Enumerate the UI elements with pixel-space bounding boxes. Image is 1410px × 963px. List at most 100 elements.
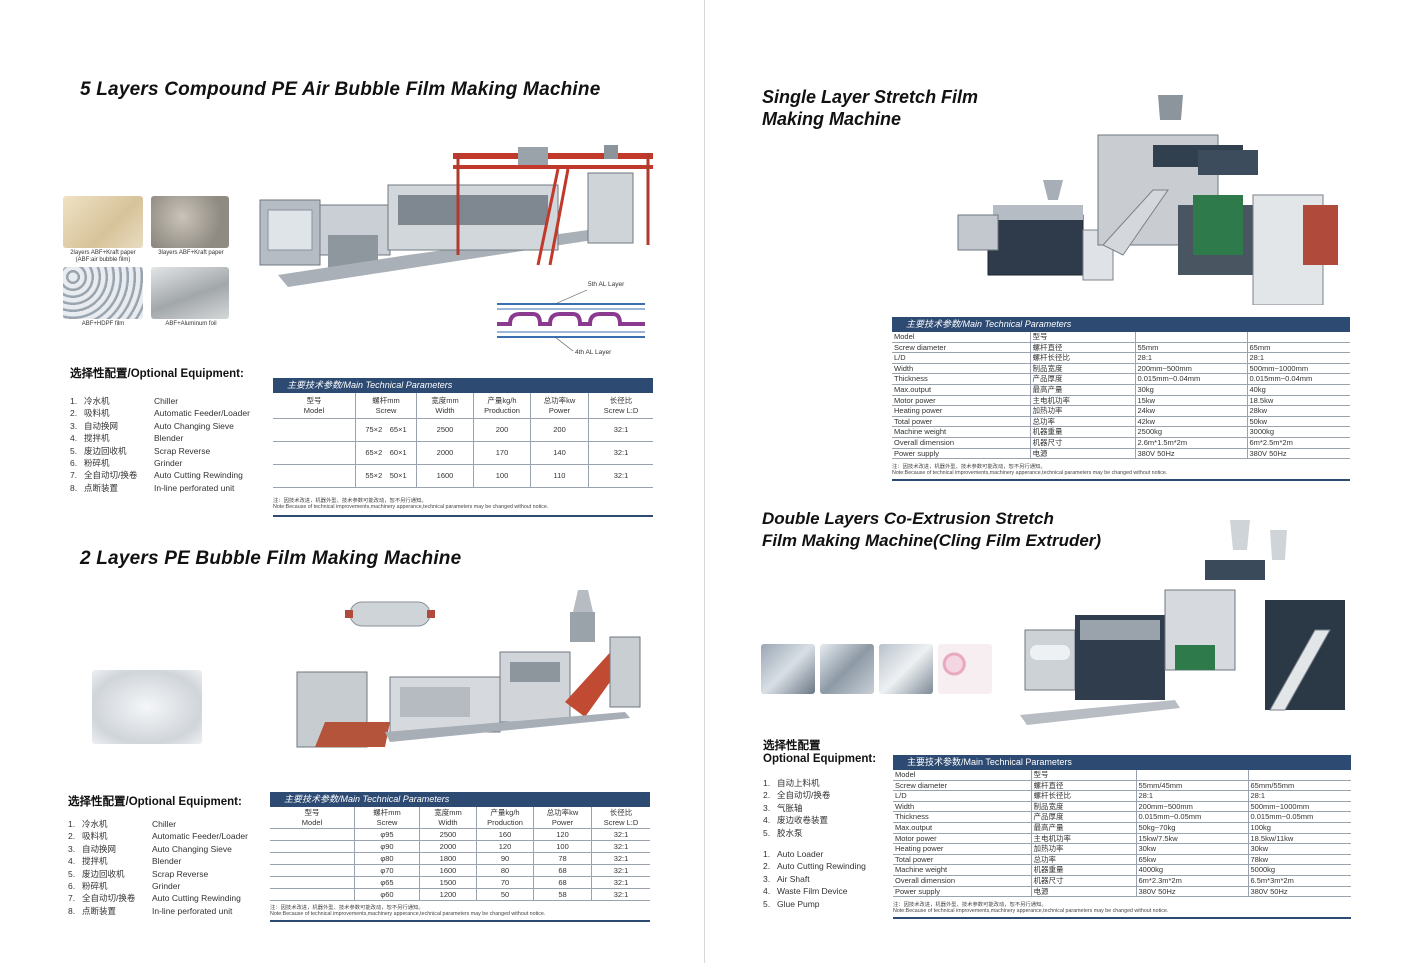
spec-table-1-title: 主要技术参数/Main Technical Parameters [273,378,653,393]
optional-equipment-list-en-4: 1.Auto Loader 2.Auto Cutting Rewinding 3… [763,848,913,910]
divider [273,514,653,517]
spec-table-2-title: 主要技术参数/Main Technical Parameters [270,792,650,807]
optional-equipment-title-2: 选择性配置/Optional Equipment: [68,796,242,808]
kraft-abf-3layer-sample-image [151,196,229,248]
thumb-caption-1: 2layers ABF+Kraft paper (ABF:air bubble … [58,250,148,264]
divider [892,478,1350,481]
layer-structure-diagram [497,289,645,352]
list-item: 5.Glue Pump [763,898,820,909]
divider [893,916,1351,919]
stretch-film-machine-single-image [957,95,1338,305]
thumb-caption-1-line1: 2layers ABF+Kraft paper [70,250,136,256]
list-item: 1.自动上料机 [763,778,820,788]
thumb-caption-1-line2: (ABF:air bubble film) [75,257,131,263]
thumb-caption-3: ABF+HDPF film [81,321,125,327]
hdpf-abf-sample-image [63,267,143,319]
stretch-film-machine-double-image [1020,520,1345,725]
list-item: 3.气胀轴 [763,802,803,813]
film-rolls-image [938,644,992,694]
left-page: 5 Layers Compound PE Air Bubble Film Mak… [58,79,653,922]
list-item: 2.全自动切/换卷 [763,790,831,801]
right-page: Single Layer Stretch Film Making Machine… [705,0,1410,963]
bubble-film-machine-2layer-image [296,590,641,748]
divider [270,919,650,922]
section1-title: 5 Layers Compound PE Air Bubble Film Mak… [80,79,601,100]
section3-title: Single Layer Stretch Film Making Machine [762,87,979,129]
film-sample-image-3 [879,644,933,694]
layer-label-top: 5th AL Layer [588,281,625,288]
section2-title: 2 Layers PE Bubble Film Making Machine [80,548,462,569]
aluminum-abf-sample-image [151,267,229,319]
section4-title: Double Layers Co-Extrusion Stretch Film … [762,509,1102,550]
spec-table-3-title: 主要技术参数/Main Technical Parameters [892,317,1350,332]
page-fold [704,0,705,963]
spec-table-4-note: 注：因技术改进，机器外型、技术参数可能改动，恕不另行通知。 Note:Becau… [893,902,1169,915]
film-sample-image-2 [820,644,874,694]
optional-equipment-list-cn-4: 1.自动上料机 2.全自动切/换卷 3.气胀轴 4.废边收卷装置 5.胶水泵 [763,777,913,839]
layer-label-bottom: 4th AL Layer [575,349,612,356]
list-item: 4.Waste Film Device [763,886,848,897]
film-sample-image-1 [761,644,815,694]
list-item: 4.废边收卷装置 [763,815,829,826]
spec-table-1-note: 注：因技术改进，机器外型、技术参数可能改动，恕不另行通知。 Note:Becau… [273,497,549,510]
bubble-film-machine-5layer-image [259,145,653,287]
